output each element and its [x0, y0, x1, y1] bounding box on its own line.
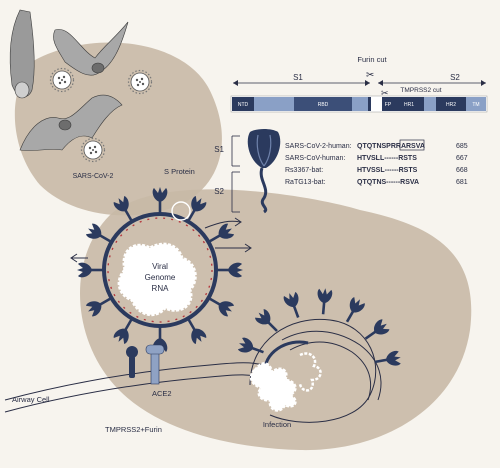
ace2-receptor — [145, 344, 165, 385]
tmprss2-furin-label: TMPRSS2+Furin — [105, 425, 162, 434]
domain-label: NTD — [238, 102, 249, 108]
s-protein-domain-map: S1 S2 Furin cut ✂ TMPRSS2 cut ✂ NTD RBD … — [230, 55, 488, 113]
alignment-species: RaTG13-bat: — [285, 179, 326, 186]
ace2-label: ACE2 — [152, 389, 172, 398]
domain-label: TM — [472, 102, 479, 108]
endosome: Infection — [236, 287, 402, 429]
sequence-alignment-table: SARS-CoV-2-human: QTQTNSPRRARSVA 685 SAR… — [285, 139, 468, 186]
viral-genome-label-line1: Viral — [152, 262, 168, 271]
infection-label: Infection — [263, 420, 291, 429]
alignment-species: SARS-CoV-human: — [285, 155, 345, 162]
alignment-position: 667 — [456, 155, 468, 162]
alignment-sequence: QTQTNS------RSVA — [357, 179, 419, 186]
alignment-sequence: HTVSSL------RSTS — [357, 167, 418, 174]
s-protein-trimer-icon: S1 S2 — [214, 129, 281, 214]
s1-label: S1 — [214, 145, 224, 154]
alignment-species: Rs3367-bat: — [285, 167, 323, 174]
viral-genome-label-line3: RNA — [152, 284, 170, 293]
tmprss2-furin-protease — [126, 346, 138, 378]
virus-label: SARS-CoV-2 — [73, 173, 114, 180]
alignment-position: 681 — [456, 179, 468, 186]
s2-label: S2 — [214, 187, 224, 196]
viral-rna-strand — [117, 242, 197, 317]
released-rna-strand — [249, 362, 297, 412]
furin-cut-label: Furin cut — [357, 55, 387, 64]
viral-genome-label-line2: Genome — [145, 273, 176, 282]
s-protein-label: S Protein — [164, 167, 195, 176]
furin-site-highlight — [399, 139, 425, 151]
domain-label: HR1 — [404, 102, 414, 108]
spike-highlight-circle — [171, 201, 191, 221]
alignment-sequence: HTVSLL------RSTS — [357, 155, 417, 162]
scissors-icon: ✂ — [366, 70, 374, 81]
alignment-species: SARS-CoV-2-human: — [285, 143, 352, 150]
alignment-position: 668 — [456, 167, 468, 174]
bat-flying-top-icon — [53, 21, 129, 76]
bat-flying-bottom-icon — [19, 94, 123, 151]
domain-label: RBD — [318, 102, 329, 108]
motion-arrows — [70, 217, 252, 263]
s2-region-label: S2 — [450, 73, 460, 82]
tmprss2-cut-label: TMPRSS2 cut — [400, 87, 441, 94]
domain-label: FP — [385, 102, 392, 108]
scissors-icon: ✂ — [381, 88, 389, 98]
alignment-position: 685 — [456, 143, 468, 150]
airway-cell-label: Airway Cell — [12, 395, 50, 404]
alignment-sequence: QTQTNSPRRARSVA — [357, 143, 425, 150]
s1-region-label: S1 — [293, 73, 303, 82]
bat-hanging-icon — [9, 9, 35, 99]
main-virion: Viral Genome RNA — [77, 187, 243, 353]
domain-label: HR2 — [446, 102, 456, 108]
